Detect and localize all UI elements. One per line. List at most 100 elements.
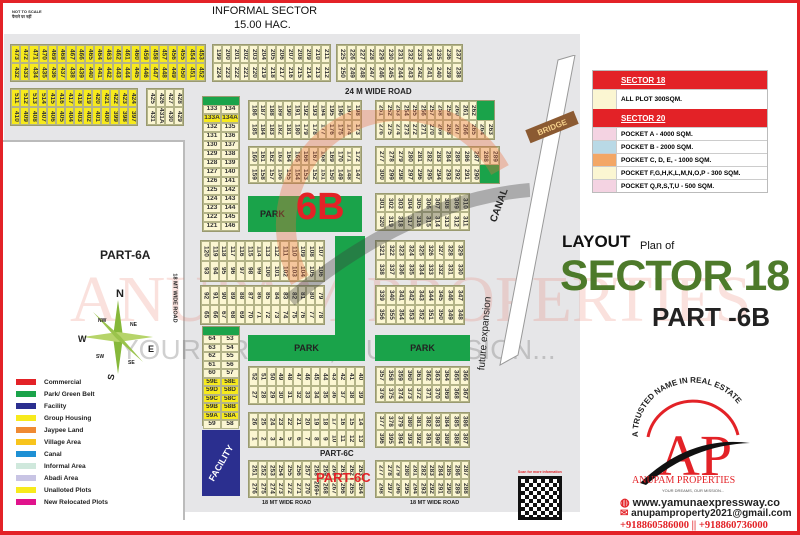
plot-58[interactable]: 58 (221, 420, 239, 429)
plot-266[interactable]: 266 (460, 120, 469, 139)
plot-383[interactable]: 383 (431, 413, 442, 430)
plot-15[interactable]: 15 (346, 413, 356, 430)
plot-227[interactable]: 227 (356, 45, 366, 63)
plot-22[interactable]: 22 (284, 413, 294, 430)
plot-136[interactable]: 136 (221, 132, 239, 141)
plot-352[interactable]: 352 (415, 305, 425, 324)
plot-442[interactable]: 442 (103, 63, 113, 81)
plot-267[interactable]: 267 (328, 479, 338, 497)
plot-343[interactable]: 343 (415, 286, 425, 305)
plot-470[interactable]: 470 (38, 45, 48, 63)
plot-294[interactable]: 294 (432, 165, 443, 183)
plot-441[interactable]: 441 (94, 63, 104, 81)
plot-457[interactable]: 457 (158, 45, 168, 63)
plot-139[interactable]: 139 (221, 159, 239, 168)
plot-274[interactable]: 274 (266, 479, 276, 497)
plot-93[interactable]: 93 (201, 261, 210, 281)
plot-92[interactable]: 92 (201, 286, 210, 305)
plot-263[interactable]: 263 (485, 120, 494, 139)
plot-417[interactable]: 417 (65, 89, 74, 107)
plot-293[interactable]: 293 (418, 479, 427, 497)
plot-63[interactable]: 63 (203, 343, 221, 352)
plot-312[interactable]: 312 (450, 212, 460, 230)
plot-382[interactable]: 382 (422, 413, 432, 430)
plot-296[interactable]: 296 (392, 479, 402, 497)
plot-194[interactable]: 194 (317, 101, 327, 120)
plot-169[interactable]: 169 (326, 147, 336, 165)
plot-19[interactable]: 19 (310, 413, 320, 430)
plot-58C[interactable]: 58C (221, 394, 239, 403)
plot-115[interactable]: 115 (244, 241, 254, 261)
plot-25[interactable]: 25 (257, 413, 267, 430)
plot-237[interactable]: 237 (452, 45, 462, 63)
plot-191[interactable]: 191 (292, 101, 301, 120)
plot-301[interactable]: 301 (376, 194, 386, 212)
plot-210[interactable]: 210 (312, 45, 321, 63)
plot-214[interactable]: 214 (303, 63, 312, 81)
plot-126[interactable]: 126 (203, 177, 221, 186)
plot-453[interactable]: 453 (195, 45, 205, 63)
plot-271[interactable]: 271 (293, 479, 303, 497)
plot-513[interactable]: 513 (29, 89, 38, 107)
plot-336[interactable]: 336 (395, 260, 406, 279)
plot-399[interactable]: 399 (110, 107, 119, 125)
plot-51[interactable]: 51 (257, 367, 267, 386)
plot-82[interactable]: 82 (288, 286, 298, 305)
plot-269+[interactable]: 269+ (310, 479, 320, 497)
plot-218[interactable]: 218 (267, 63, 276, 81)
plot-253[interactable]: 253 (266, 461, 276, 479)
plot-183[interactable]: 183 (266, 120, 275, 139)
plot-231[interactable]: 231 (394, 45, 405, 63)
plot-145[interactable]: 145 (221, 213, 239, 222)
plot-36[interactable]: 36 (328, 385, 338, 404)
plot-327[interactable]: 327 (434, 241, 445, 260)
plot-314[interactable]: 314 (431, 212, 442, 230)
plot-43[interactable]: 43 (328, 367, 338, 386)
plot-180[interactable]: 180 (292, 120, 301, 139)
plot-275[interactable]: 275 (384, 120, 393, 139)
plot-118[interactable]: 118 (218, 241, 228, 261)
plot-76[interactable]: 76 (297, 305, 307, 324)
plot-273[interactable]: 273 (275, 479, 285, 497)
plot-428[interactable]: 428 (174, 89, 183, 107)
plot-24[interactable]: 24 (266, 413, 276, 430)
plot-366[interactable]: 366 (459, 367, 469, 385)
plot-91[interactable]: 91 (209, 286, 219, 305)
plot-281[interactable]: 281 (409, 461, 419, 479)
plot-282[interactable]: 282 (423, 147, 433, 165)
plot-132[interactable]: 132 (203, 123, 221, 132)
plot-221[interactable]: 221 (240, 63, 249, 81)
plot-207[interactable]: 207 (285, 45, 294, 63)
plot-359[interactable]: 359 (394, 367, 404, 385)
plot-55[interactable]: 55 (221, 352, 239, 361)
plot-335[interactable]: 335 (405, 260, 416, 279)
plot-27[interactable]: 27 (249, 385, 258, 404)
plot-405[interactable]: 405 (56, 107, 65, 125)
plot-416[interactable]: 416 (56, 89, 65, 107)
plot-197[interactable]: 197 (343, 101, 353, 120)
plot-437[interactable]: 437 (57, 63, 67, 81)
plot-168[interactable]: 168 (317, 147, 327, 165)
plot-374[interactable]: 374 (394, 384, 404, 402)
plot-161[interactable]: 161 (257, 147, 267, 165)
plot-307[interactable]: 307 (431, 194, 442, 212)
plot-388[interactable]: 388 (450, 430, 460, 447)
plot-465[interactable]: 465 (84, 45, 95, 63)
plot-45[interactable]: 45 (310, 367, 320, 386)
plot-146[interactable]: 146 (221, 222, 239, 231)
plot-73[interactable]: 73 (271, 305, 281, 324)
plot-339[interactable]: 339 (376, 286, 386, 305)
plot-297[interactable]: 297 (404, 165, 414, 183)
plot-172[interactable]: 172 (352, 147, 361, 165)
plot-13[interactable]: 13 (355, 430, 364, 447)
plot-511[interactable]: 511 (11, 89, 20, 107)
plot-71[interactable]: 71 (253, 305, 263, 324)
plot-157[interactable]: 157 (266, 165, 275, 183)
plot-362[interactable]: 362 (422, 367, 432, 385)
plot-147[interactable]: 147 (352, 165, 361, 183)
plot-228[interactable]: 228 (365, 45, 376, 63)
plot-248[interactable]: 248 (356, 63, 366, 81)
plot-205[interactable]: 205 (267, 45, 276, 63)
plot-108[interactable]: 108 (306, 241, 316, 261)
plot-345[interactable]: 345 (434, 286, 445, 305)
